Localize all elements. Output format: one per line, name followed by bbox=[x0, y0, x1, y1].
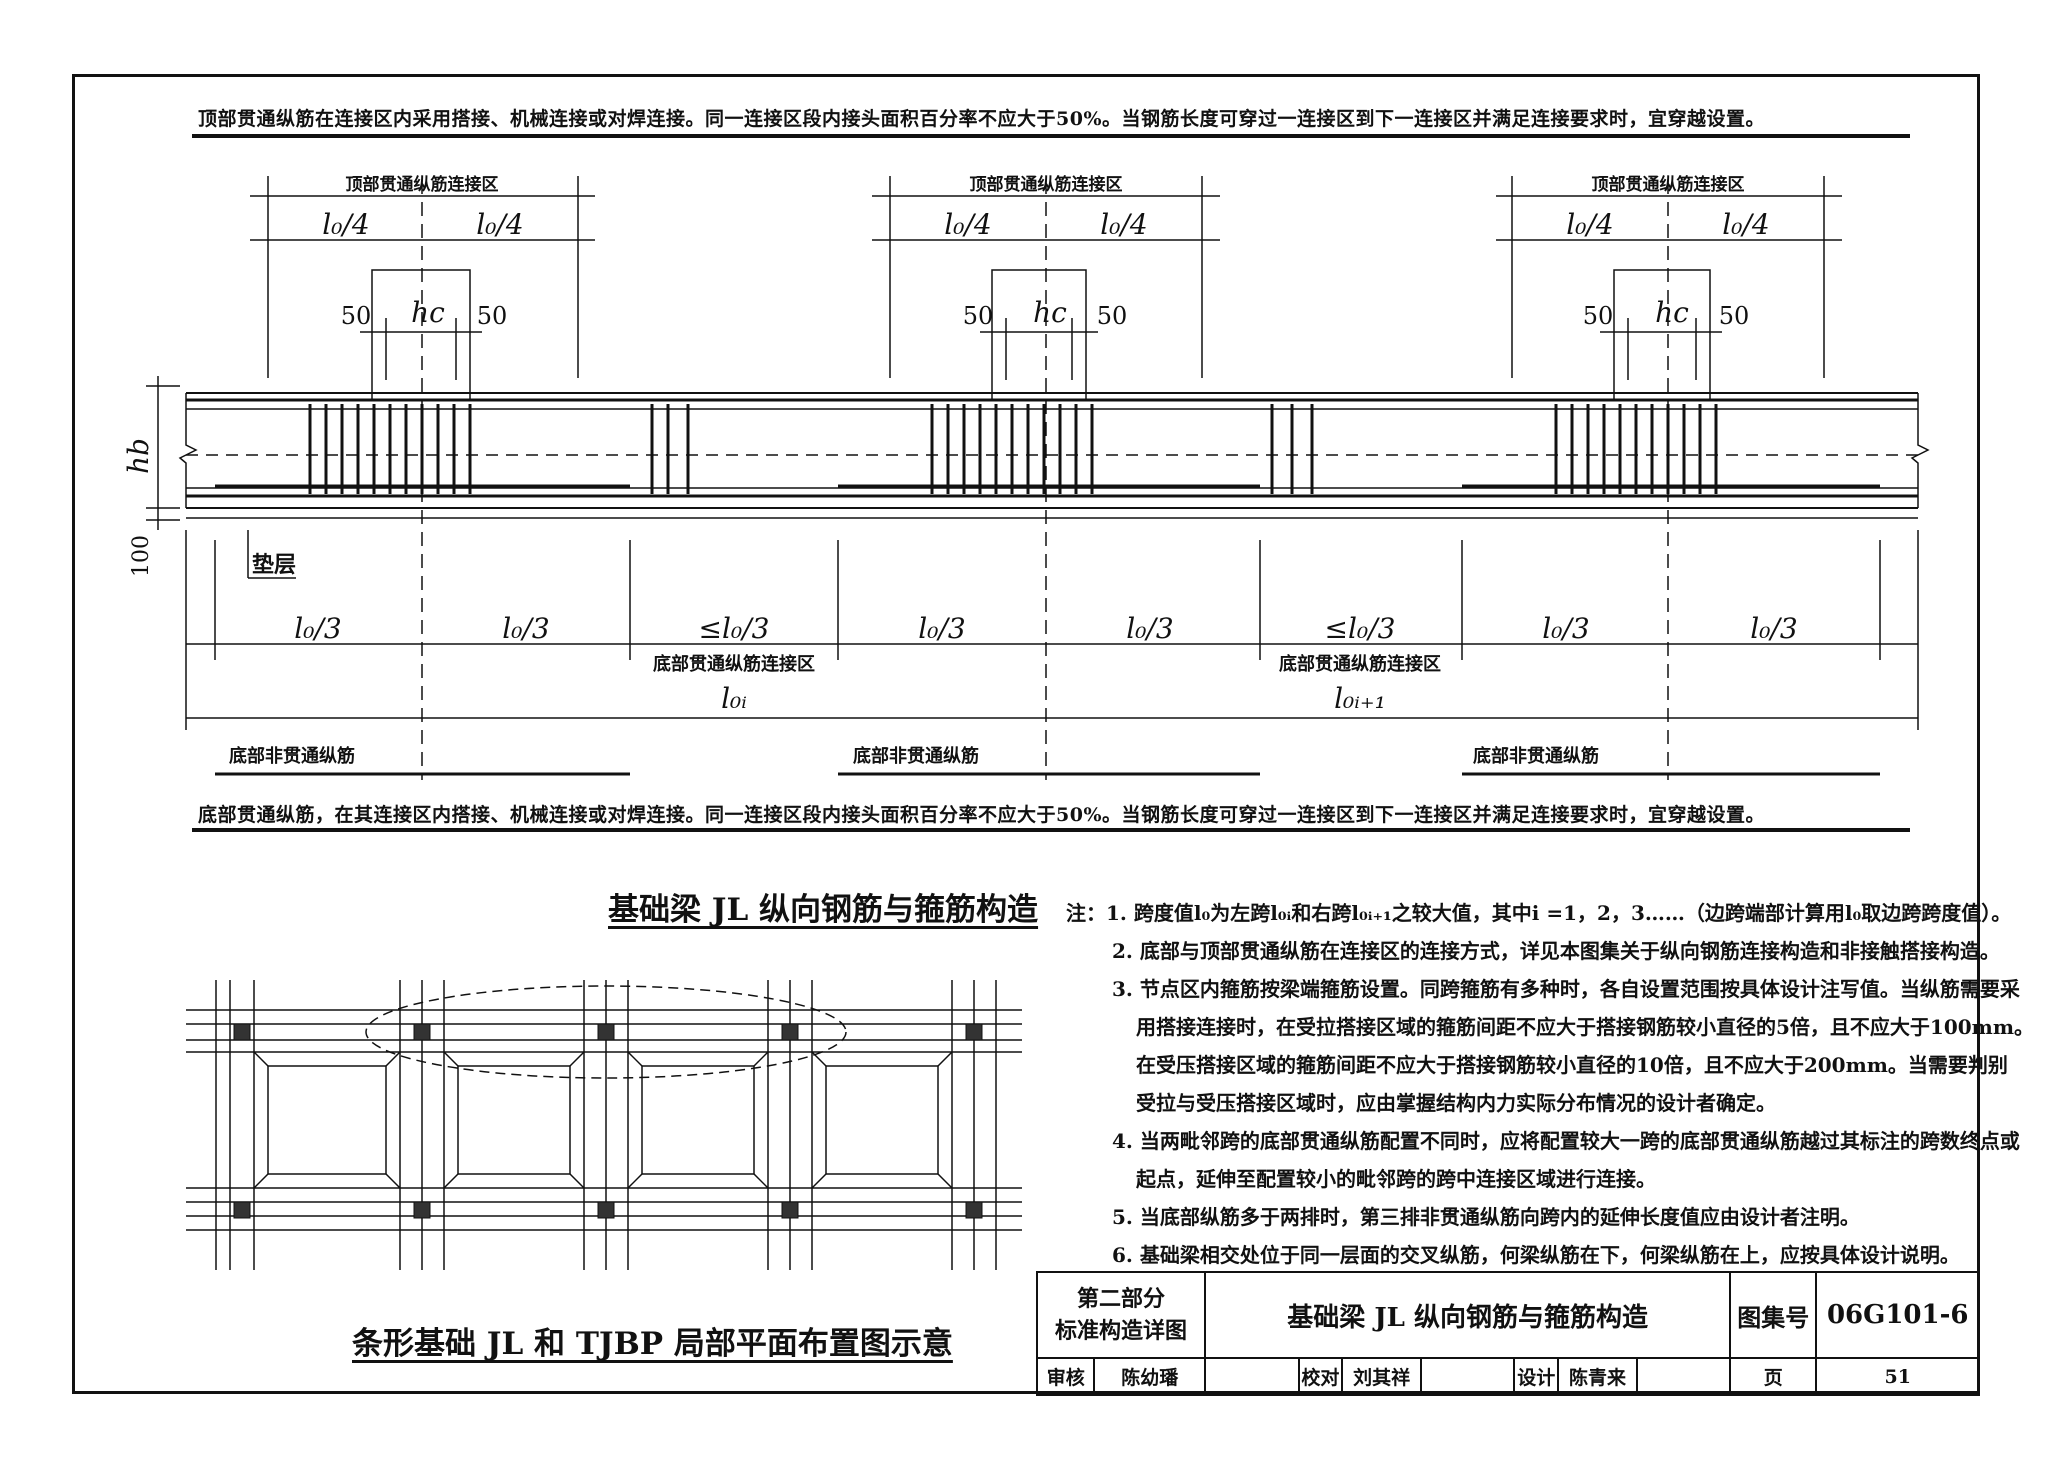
hc-label-2: hc bbox=[1033, 296, 1067, 329]
note-4-cont: 起点，延伸至配置较小的毗邻跨的跨中连接区域进行连接。 bbox=[1136, 1167, 1656, 1191]
title-block-atlas-no: 06G101-6 bbox=[1815, 1271, 1980, 1359]
third-le-dim-2: ≤l₀/3 bbox=[1325, 612, 1396, 645]
note-1: 注：1. 跨度值l₀为左跨l₀ᵢ和右跨l₀ᵢ₊₁之较大值，其中i =1，2，3…… bbox=[1066, 901, 2012, 925]
quarter-dim-3a: l₀/4 bbox=[1566, 208, 1613, 241]
dim-50-2a: 50 bbox=[963, 302, 994, 330]
note-6: 6. 基础梁相交处位于同一层面的交叉纵筋，何梁纵筋在下，何梁纵筋在上，应按具体设… bbox=[1112, 1243, 1960, 1267]
quarter-dim-2a: l₀/4 bbox=[944, 208, 991, 241]
third-dim-2: l₀/3 bbox=[502, 612, 549, 645]
designer-name: 陈青来 bbox=[1557, 1357, 1638, 1396]
plan-sketch-title: 条形基础 JL 和 TJBP 局部平面布置图示意 bbox=[352, 1326, 953, 1362]
hb-label: hb bbox=[122, 438, 155, 474]
bottom-rebar-note: 底部贯通纵筋，在其连接区内搭接、机械连接或对焊连接。同一连接区段内接头面积百分率… bbox=[198, 804, 1765, 826]
reviewer-name: 陈幼璠 bbox=[1093, 1357, 1207, 1396]
note-3-cont-3: 受拉与受压搭接区域时，应由掌握结构内力实际分布情况的设计者确定。 bbox=[1136, 1091, 1776, 1115]
third-dim-3: l₀/3 bbox=[918, 612, 965, 645]
third-dim-4: l₀/3 bbox=[1126, 612, 1173, 645]
drawing-frame bbox=[72, 74, 1980, 1394]
bottom-nonthrough-label-2: 底部非贯通纵筋 bbox=[853, 745, 979, 767]
cover-100-label: 100 bbox=[129, 535, 154, 577]
dim-50-1b: 50 bbox=[477, 302, 508, 330]
dim-50-3b: 50 bbox=[1719, 302, 1750, 330]
title-block: 第二部分 标准构造详图 基础梁 JL 纵向钢筋与箍筋构造 图集号 06G101-… bbox=[1035, 1271, 1980, 1396]
quarter-dim-1b: l₀/4 bbox=[476, 208, 523, 241]
designer-signature bbox=[1635, 1357, 1732, 1396]
top-rebar-note: 顶部贯通纵筋在连接区内采用搭接、机械连接或对焊连接。同一连接区段内接头面积百分率… bbox=[198, 108, 1765, 130]
note-3: 3. 节点区内箍筋按梁端箍筋设置。同跨箍筋有多种时，各自设置范围按具体设计注写值… bbox=[1112, 977, 2020, 1001]
note-3-cont-1: 用搭接连接时，在受拉搭接区域的箍筋间距不应大于搭接钢筋较小直径的5倍，且不应大于… bbox=[1136, 1015, 2034, 1039]
quarter-dim-1a: l₀/4 bbox=[322, 208, 369, 241]
note-5: 5. 当底部纵筋多于两排时，第三排非贯通纵筋向跨内的延伸长度值应由设计者注明。 bbox=[1112, 1205, 1860, 1229]
quarter-dim-3b: l₀/4 bbox=[1722, 208, 1769, 241]
third-dim-5: l₀/3 bbox=[1542, 612, 1589, 645]
bottom-nonthrough-label-1: 底部非贯通纵筋 bbox=[229, 745, 355, 767]
bottom-zone-label-2: 底部贯通纵筋连接区 bbox=[1279, 653, 1441, 675]
dim-50-3a: 50 bbox=[1583, 302, 1614, 330]
top-zone-label-3: 顶部贯通纵筋连接区 bbox=[1592, 174, 1745, 195]
third-dim-6: l₀/3 bbox=[1750, 612, 1797, 645]
hc-label-1: hc bbox=[411, 296, 445, 329]
design-label: 设计 bbox=[1513, 1357, 1560, 1396]
page-label: 页 bbox=[1729, 1357, 1818, 1396]
dim-50-1a: 50 bbox=[341, 302, 372, 330]
span-i-label: l₀ᵢ bbox=[721, 682, 747, 715]
checker-signature bbox=[1419, 1357, 1516, 1396]
top-zone-label-1: 顶部贯通纵筋连接区 bbox=[346, 174, 499, 195]
reviewer-signature bbox=[1204, 1357, 1300, 1396]
bottom-zone-label-1: 底部贯通纵筋连接区 bbox=[653, 653, 815, 675]
title-block-drawing-title: 基础梁 JL 纵向钢筋与箍筋构造 bbox=[1204, 1271, 1732, 1359]
title-block-part: 第二部分 标准构造详图 bbox=[1035, 1271, 1207, 1359]
cushion-label: 垫层 bbox=[252, 552, 296, 578]
review-label: 审核 bbox=[1035, 1357, 1096, 1396]
page-number: 51 bbox=[1815, 1357, 1980, 1396]
bottom-nonthrough-label-3: 底部非贯通纵筋 bbox=[1473, 745, 1599, 767]
note-4: 4. 当两毗邻跨的底部贯通纵筋配置不同时，应将配置较大一跨的底部贯通纵筋越过其标… bbox=[1112, 1129, 2020, 1153]
quarter-dim-2b: l₀/4 bbox=[1100, 208, 1147, 241]
third-dim-1: l₀/3 bbox=[294, 612, 341, 645]
note-3-cont-2: 在受压搭接区域的箍筋间距不应大于搭接钢筋较小直径的10倍，且不应大于200mm。… bbox=[1136, 1053, 2008, 1077]
check-label: 校对 bbox=[1297, 1357, 1344, 1396]
third-le-dim-1: ≤l₀/3 bbox=[699, 612, 770, 645]
title-block-atlas-label: 图集号 bbox=[1729, 1271, 1818, 1359]
span-i1-label: l₀ᵢ₊₁ bbox=[1334, 682, 1386, 715]
top-zone-label-2: 顶部贯通纵筋连接区 bbox=[970, 174, 1123, 195]
dim-50-2b: 50 bbox=[1097, 302, 1128, 330]
note-2: 2. 底部与顶部贯通纵筋在连接区的连接方式，详见本图集关于纵向钢筋连接构造和非接… bbox=[1112, 939, 2000, 963]
checker-name: 刘其祥 bbox=[1341, 1357, 1422, 1396]
main-drawing-title: 基础梁 JL 纵向钢筋与箍筋构造 bbox=[608, 892, 1039, 928]
strip-foundation-plan-sketch bbox=[186, 980, 1022, 1270]
hc-label-3: hc bbox=[1655, 296, 1689, 329]
